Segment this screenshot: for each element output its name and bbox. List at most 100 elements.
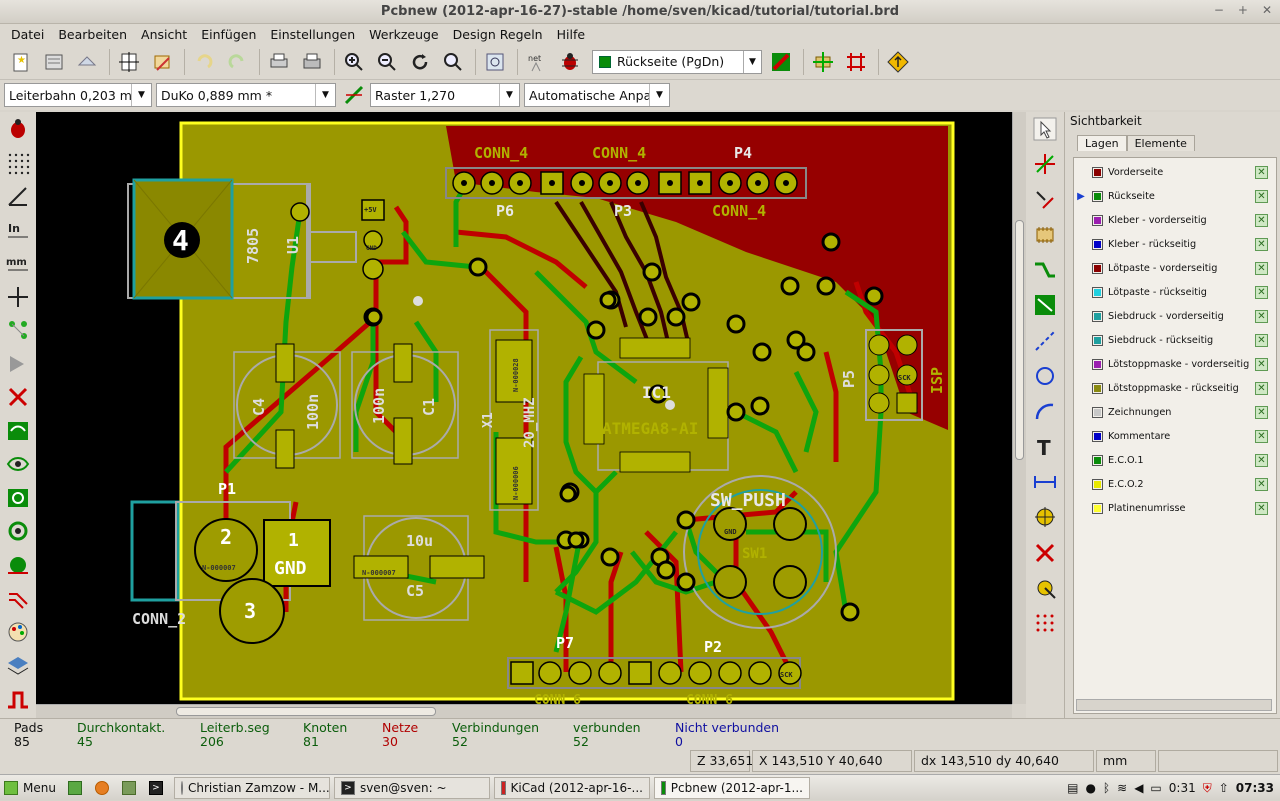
cursor-shape-icon[interactable]	[3, 282, 33, 312]
menu-bearbeiten[interactable]: Bearbeiten	[58, 26, 128, 42]
layer-visible-checkbox[interactable]: ✕	[1255, 477, 1268, 491]
layer-row[interactable]: Zeichnungen✕	[1074, 400, 1274, 424]
layer-visible-checkbox[interactable]: ✕	[1255, 309, 1268, 323]
redo-icon[interactable]	[222, 47, 252, 77]
show-desktop-icon[interactable]	[66, 777, 89, 799]
files-icon[interactable]	[120, 777, 143, 799]
plot-icon[interactable]	[297, 47, 327, 77]
menu-einfuegen[interactable]: Einfügen	[201, 26, 257, 42]
highlight-net-icon[interactable]	[1030, 149, 1060, 179]
tab-elemente[interactable]: Elemente	[1126, 135, 1195, 151]
active-layer-select[interactable]: Rückseite (PgDn) ▼	[592, 49, 762, 74]
track-width-select[interactable]: Leiterbahn 0,203 mm▼	[4, 83, 152, 107]
netlist-icon[interactable]: net	[522, 47, 552, 77]
task-kicad[interactable]: KiCad (2012-apr-16-...	[493, 776, 650, 799]
grid-show-icon[interactable]	[3, 148, 33, 178]
drc-icon[interactable]	[555, 47, 585, 77]
add-circle-icon[interactable]	[1030, 361, 1060, 391]
show-zones-icon[interactable]	[3, 416, 33, 446]
layer-visible-checkbox[interactable]: ✕	[1255, 501, 1268, 515]
menu-design-regeln[interactable]: Design Regeln	[452, 26, 543, 42]
layers-manager-icon[interactable]	[3, 650, 33, 680]
zoom-out-icon[interactable]	[372, 47, 402, 77]
high-contrast-icon[interactable]	[3, 617, 33, 647]
module-ratsnest-icon[interactable]	[3, 349, 33, 379]
add-line-icon[interactable]	[1030, 326, 1060, 356]
close-icon[interactable]: ✕	[1261, 3, 1272, 17]
layer-row[interactable]: E.C.O.1✕	[1074, 448, 1274, 472]
layer-row[interactable]: Lötstoppmaske - vorderseitig✕	[1074, 352, 1274, 376]
layer-visible-checkbox[interactable]: ✕	[1255, 261, 1268, 275]
layer-row[interactable]: Kommentare✕	[1074, 424, 1274, 448]
microwave-tools-icon[interactable]	[883, 47, 913, 77]
print-icon[interactable]	[264, 47, 294, 77]
show-zones-disable-icon[interactable]	[3, 483, 33, 513]
layer-visible-checkbox[interactable]: ✕	[1255, 213, 1268, 227]
pcb-canvas[interactable]: CONN_4 CONN_4 P4 CONN_4 P6 P3 4 7805 U1 …	[36, 112, 1012, 704]
layer-row[interactable]: ▶Rückseite✕	[1074, 184, 1274, 208]
layer-row[interactable]: Lötpaste - rückseitig✕	[1074, 280, 1274, 304]
module-place-icon[interactable]	[808, 47, 838, 77]
horizontal-scroll-thumb[interactable]	[176, 707, 436, 716]
battery-icon[interactable]: ▭	[1150, 781, 1162, 795]
start-menu-button[interactable]: Menu	[0, 777, 62, 799]
set-origin-icon[interactable]	[1030, 573, 1060, 603]
layer-visible-checkbox[interactable]: ✕	[1255, 405, 1268, 419]
bluetooth-icon[interactable]: ᛒ	[1102, 781, 1111, 795]
save-board-icon[interactable]	[72, 47, 102, 77]
volume-icon[interactable]: ◀	[1134, 781, 1144, 795]
menu-einstellungen[interactable]: Einstellungen	[270, 26, 356, 42]
layer-visible-checkbox[interactable]: ✕	[1255, 429, 1268, 443]
auto-delete-track-icon[interactable]	[3, 382, 33, 412]
terminal-icon[interactable]: >	[147, 777, 170, 799]
menu-hilfe[interactable]: Hilfe	[556, 26, 586, 42]
microwave-toolbar-icon[interactable]	[3, 684, 33, 714]
layer-visible-checkbox[interactable]: ✕	[1255, 285, 1268, 299]
shield-icon[interactable]: ⛨	[1202, 780, 1212, 795]
layer-visible-checkbox[interactable]: ✕	[1255, 381, 1268, 395]
tab-lagen[interactable]: Lagen	[1077, 135, 1127, 151]
local-ratsnest-icon[interactable]	[1030, 185, 1060, 215]
module-editor-icon[interactable]	[147, 47, 177, 77]
layer-row[interactable]: Vorderseite✕	[1074, 160, 1274, 184]
task-terminal[interactable]: >sven@sven: ~	[333, 776, 490, 799]
vertical-scrollbar[interactable]	[1012, 112, 1026, 704]
show-zones-outline-icon[interactable]	[3, 449, 33, 479]
unit-mm-icon[interactable]: mm	[3, 248, 33, 278]
zoom-fit-icon[interactable]	[438, 47, 468, 77]
pad-sketch-icon[interactable]	[3, 516, 33, 546]
wifi-icon[interactable]: ≋	[1117, 781, 1128, 795]
delete-item-icon[interactable]	[1030, 538, 1060, 568]
page-settings-icon[interactable]	[114, 47, 144, 77]
open-board-icon[interactable]	[39, 47, 69, 77]
add-module-icon[interactable]	[1030, 220, 1060, 250]
layer-row[interactable]: Kleber - rückseitig✕	[1074, 232, 1274, 256]
new-board-icon[interactable]: ★	[6, 47, 36, 77]
layer-visible-checkbox[interactable]: ✕	[1255, 453, 1268, 467]
maximize-icon[interactable]: +	[1237, 3, 1248, 17]
layer-pair-icon[interactable]	[766, 47, 796, 77]
layer-visible-checkbox[interactable]: ✕	[1255, 237, 1268, 251]
vertical-scroll-thumb[interactable]	[1015, 220, 1024, 460]
track-sketch-icon[interactable]	[3, 583, 33, 613]
add-arc-icon[interactable]	[1030, 396, 1060, 426]
via-size-select[interactable]: DuKo 0,889 mm *▼	[156, 83, 336, 107]
add-track-icon[interactable]	[1030, 255, 1060, 285]
unit-inch-icon[interactable]: In	[3, 215, 33, 245]
task-browser[interactable]: Christian Zamzow - M...	[173, 776, 330, 799]
layer-row[interactable]: Lötpaste - vorderseitig✕	[1074, 256, 1274, 280]
network-icon[interactable]: ▤	[1067, 781, 1079, 795]
minimize-icon[interactable]: −	[1213, 3, 1224, 17]
select-arrow-icon[interactable]	[1030, 114, 1060, 144]
layer-row[interactable]: E.C.O.2✕	[1074, 472, 1274, 496]
grid-select[interactable]: Raster 1,270▼	[370, 83, 520, 107]
zoom-in-icon[interactable]	[339, 47, 369, 77]
auto-track-width-icon[interactable]	[340, 80, 368, 110]
find-icon[interactable]	[480, 47, 510, 77]
layer-row[interactable]: Lötstoppmaske - rückseitig✕	[1074, 376, 1274, 400]
add-zone-icon[interactable]	[1030, 290, 1060, 320]
show-ratsnest-icon[interactable]	[3, 315, 33, 345]
layer-visible-checkbox[interactable]: ✕	[1255, 165, 1268, 179]
user-icon[interactable]: ●	[1085, 781, 1096, 795]
menu-ansicht[interactable]: Ansicht	[141, 26, 188, 42]
